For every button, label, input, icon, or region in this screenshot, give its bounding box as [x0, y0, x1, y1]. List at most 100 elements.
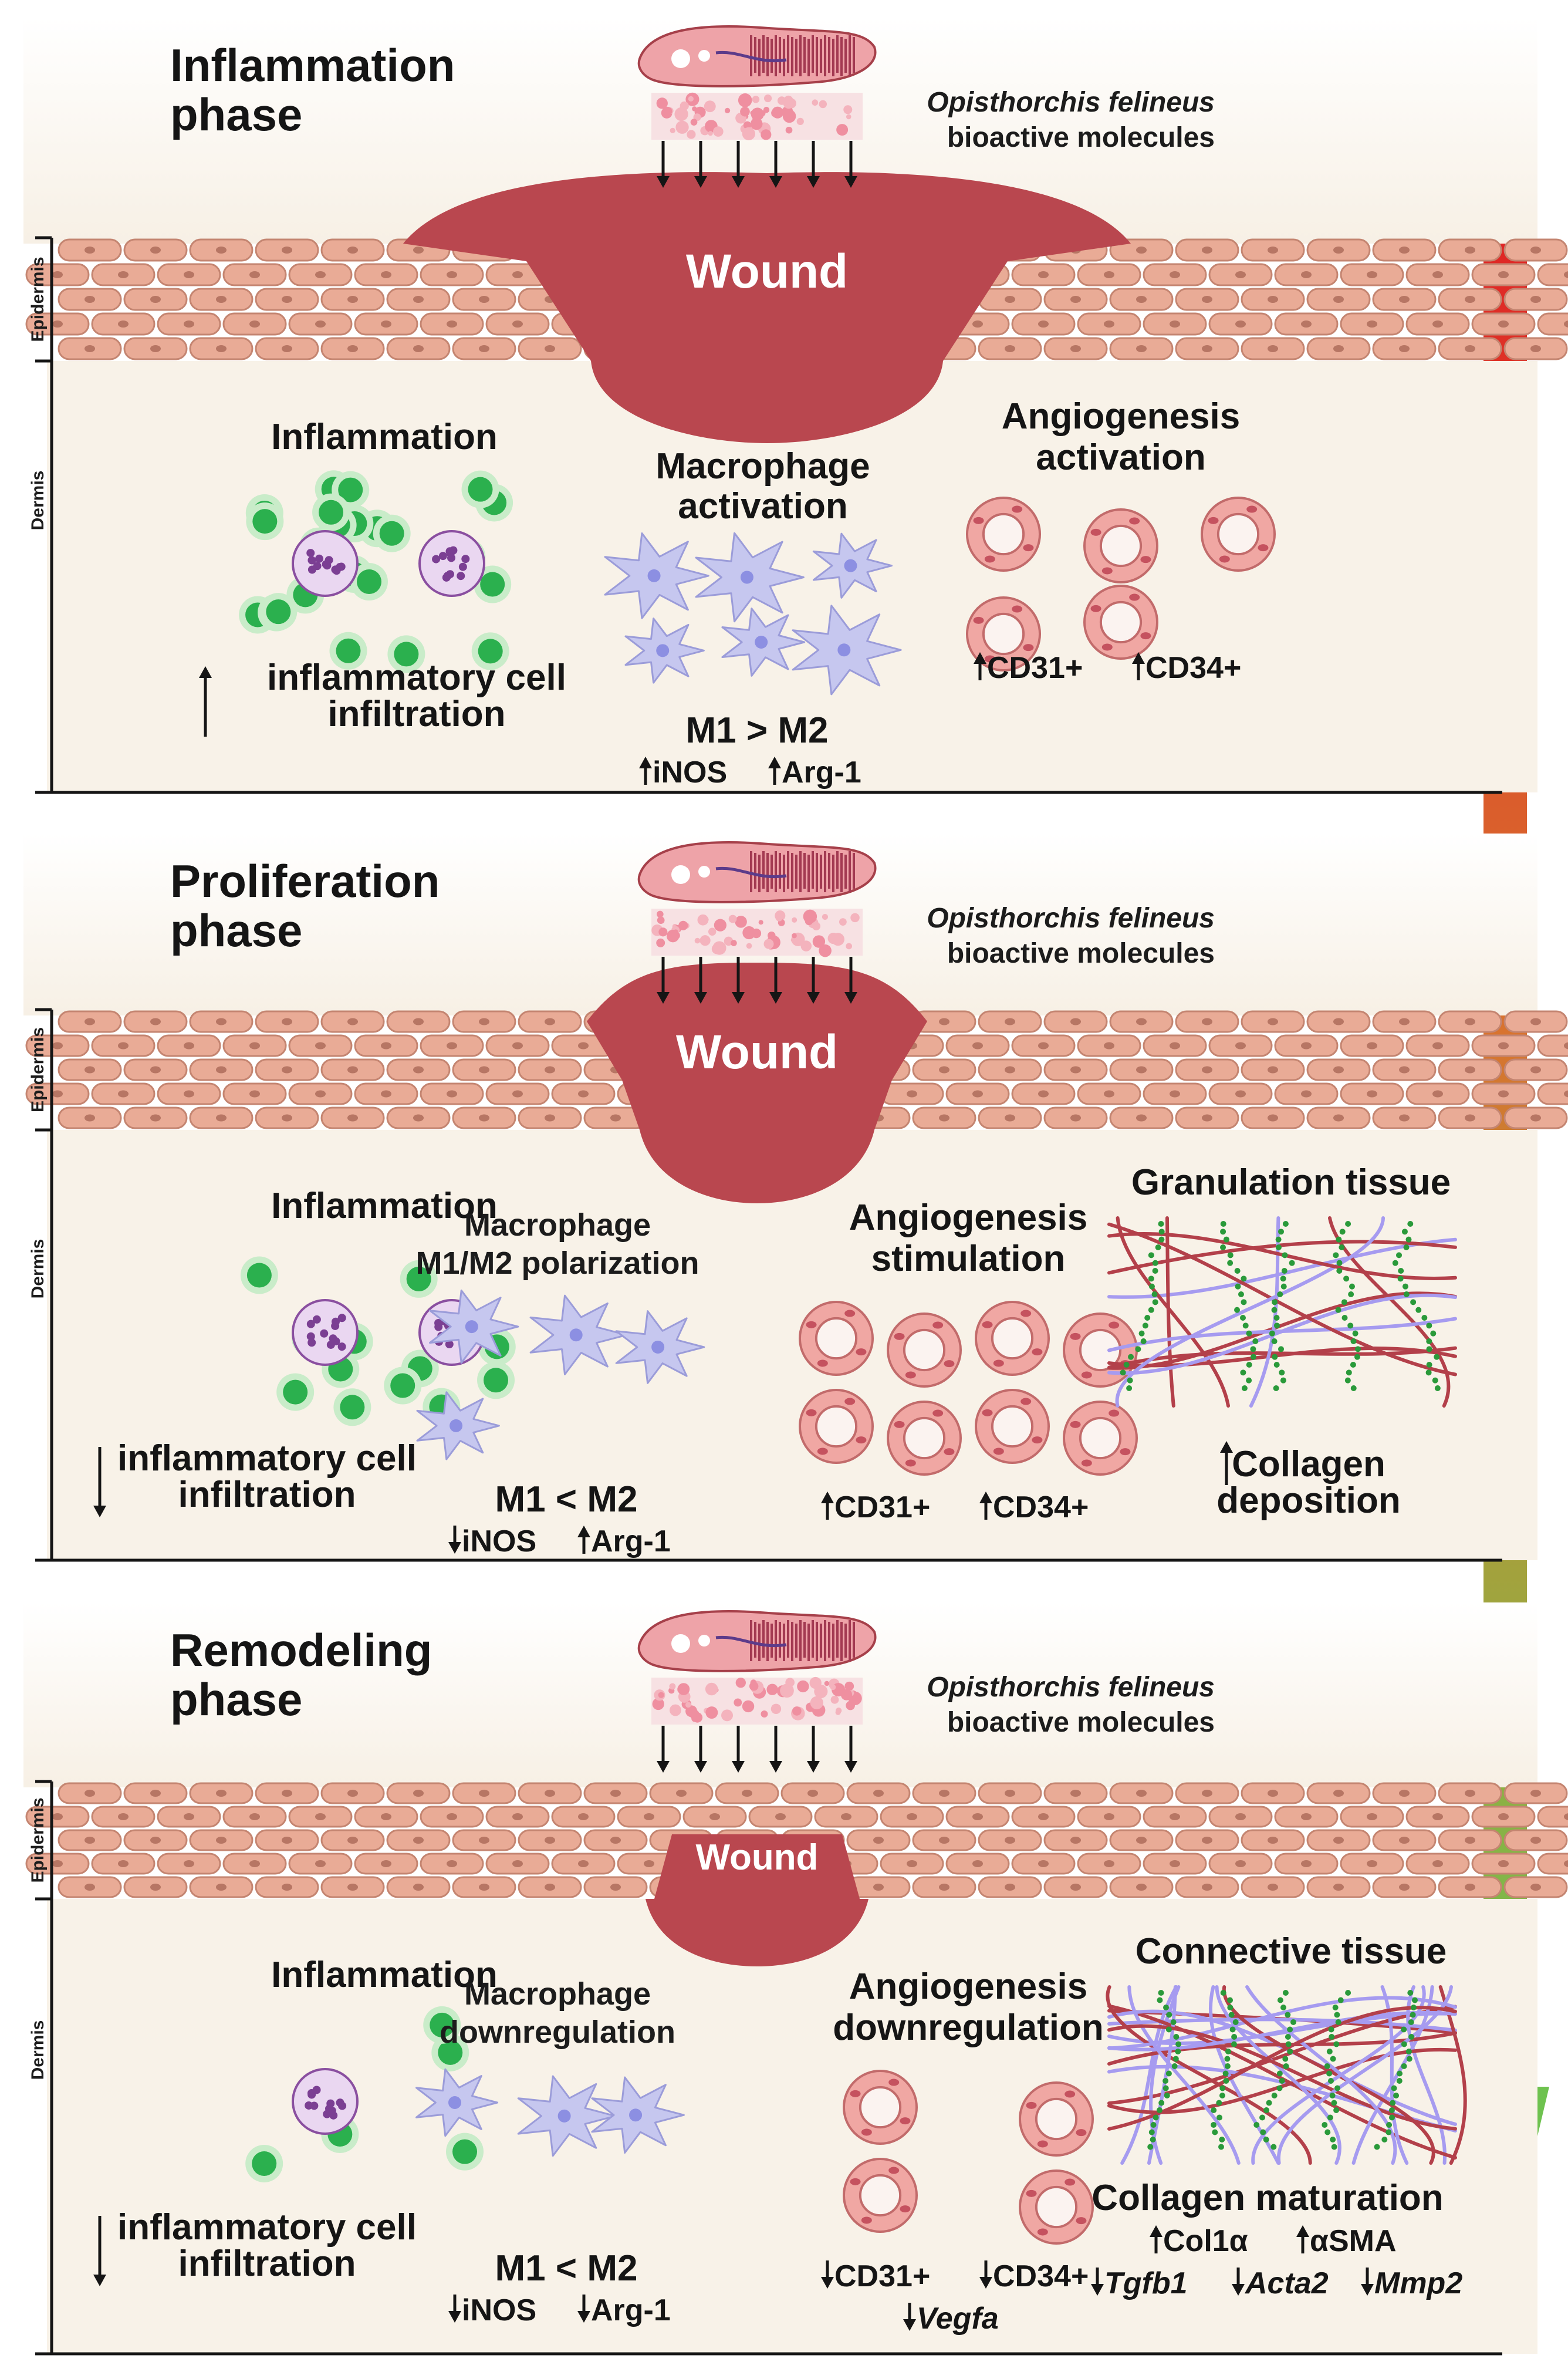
cell-nucleus	[85, 1114, 95, 1122]
cell-nucleus	[184, 1813, 194, 1820]
vessel-lumen	[815, 1405, 858, 1448]
cell-nucleus	[1564, 1090, 1568, 1098]
endothelial-nucleus	[844, 1310, 856, 1317]
cell-nucleus	[347, 1018, 358, 1025]
endothelial-nucleus	[1101, 643, 1113, 651]
arrow-head	[93, 1506, 106, 1517]
arrow-head	[657, 1761, 670, 1773]
fibroblast-dot	[1250, 1346, 1256, 1352]
vessel-lumen	[815, 1317, 858, 1360]
fibroblast-dot	[1345, 1990, 1351, 1996]
source-organism: Opisthorchis felineus	[927, 1672, 1215, 1703]
cell-nucleus	[1333, 1066, 1344, 1074]
arrow-head	[821, 2277, 834, 2289]
bioactive-molecule	[830, 1684, 836, 1691]
up-arrow-icon	[639, 757, 652, 785]
cell-nucleus	[282, 1837, 292, 1844]
fibroblast-dot	[1393, 2093, 1400, 2098]
fibroblast-dot	[1283, 2063, 1289, 2069]
cell-nucleus	[150, 1884, 161, 1891]
fibroblast-dot	[1273, 1315, 1280, 1321]
asma-marker-label: αSMA	[1310, 2224, 1397, 2258]
bioactive-molecule	[688, 96, 694, 102]
inos-marker-label: iNOS	[653, 755, 727, 789]
cell-nucleus	[85, 1884, 95, 1891]
cell-nucleus	[249, 1813, 260, 1820]
macrophage-title: Macrophage	[464, 1976, 651, 2012]
inflammation-effect: inflammatory cell	[117, 1438, 417, 1479]
granule	[442, 573, 451, 582]
skin-cell	[1537, 1806, 1568, 1828]
fibroblast-dot	[1220, 1244, 1226, 1250]
dermis-label: Dermis	[28, 471, 48, 531]
fibroblast-dot	[1401, 1229, 1408, 1235]
cell-nucleus	[545, 1114, 555, 1122]
cell-nucleus	[1333, 1790, 1344, 1797]
cell-nucleus	[413, 1066, 424, 1074]
cell-nucleus	[907, 1090, 917, 1098]
source-organism: Opisthorchis felineus	[927, 87, 1215, 118]
collagen-fiber	[1406, 1985, 1447, 2165]
tgfb1-marker-label: Tgfb1	[1104, 2266, 1188, 2300]
cell-nucleus	[381, 1042, 391, 1050]
collagen-fiber	[1107, 1996, 1457, 2050]
phase-title: phase	[170, 1673, 302, 1725]
cell-nucleus	[1136, 247, 1147, 254]
bioactive-molecule	[658, 927, 668, 937]
fibroblast-dot	[1235, 1283, 1241, 1290]
cell-nucleus	[1399, 1837, 1410, 1844]
endothelial-nucleus	[932, 1321, 944, 1329]
fibroblast-dot	[1152, 1299, 1158, 1305]
arrow-head	[821, 1492, 834, 1503]
fibroblast-dot	[1332, 2005, 1339, 2010]
cell-nucleus	[610, 1790, 621, 1797]
bioactive-molecule	[783, 97, 795, 109]
fibroblast-dot	[1374, 2144, 1380, 2150]
cell-nucleus	[1136, 1884, 1147, 1891]
down-arrow-icon	[844, 957, 857, 1004]
bioactive-molecule	[771, 1703, 782, 1715]
macrophage-nucleus	[647, 569, 661, 582]
cell-nucleus	[1202, 345, 1212, 352]
cell-nucleus	[249, 320, 260, 328]
col1a-marker-label: Col1α	[1163, 2224, 1248, 2258]
angiogenesis-title: activation	[1036, 437, 1205, 478]
down-arrow-icon	[657, 957, 670, 1004]
endothelial-nucleus	[1037, 2140, 1048, 2148]
granule	[336, 2098, 344, 2107]
worm-sucker	[698, 50, 710, 62]
bioactive-molecule	[652, 1698, 664, 1710]
cell-nucleus	[1202, 296, 1212, 303]
fibroblast-dot	[1430, 1330, 1437, 1337]
cd34-marker-label: CD34+	[1145, 651, 1241, 685]
fibroblast-dot	[1229, 2026, 1236, 2033]
endothelial-nucleus	[1120, 1448, 1131, 1456]
cell-nucleus	[1564, 1813, 1568, 1820]
bioactive-molecule	[749, 1681, 759, 1691]
arrow-head	[807, 1761, 820, 1773]
arrow-head	[732, 1761, 745, 1773]
vegfa-marker-label: Vegfa	[917, 2302, 999, 2336]
up-arrow-icon	[768, 757, 781, 785]
up-arrow-icon	[821, 1492, 834, 1520]
fibroblast-dot	[1349, 1283, 1355, 1290]
fibroblast-dot	[1282, 1252, 1288, 1258]
fibroblast-dot	[1238, 1291, 1244, 1297]
inos-marker: iNOS	[448, 1524, 536, 1558]
granule	[458, 562, 467, 571]
cell-nucleus	[807, 1790, 818, 1797]
granule	[461, 555, 470, 564]
fibroblast-dot	[1287, 2026, 1293, 2033]
fibroblast-dot	[1220, 1221, 1226, 1227]
endothelial-nucleus	[1109, 1321, 1120, 1329]
bioactive-molecule	[738, 93, 752, 107]
cell-nucleus	[85, 1066, 95, 1074]
arrow-head	[448, 2311, 461, 2323]
fibroblast-dot	[1227, 2005, 1234, 2010]
granule	[306, 1320, 315, 1328]
phase-title: Remodeling	[170, 1624, 432, 1676]
fibroblast-dot	[1219, 2085, 1226, 2091]
cell-nucleus	[315, 271, 326, 278]
cell-nucleus	[1268, 345, 1278, 352]
